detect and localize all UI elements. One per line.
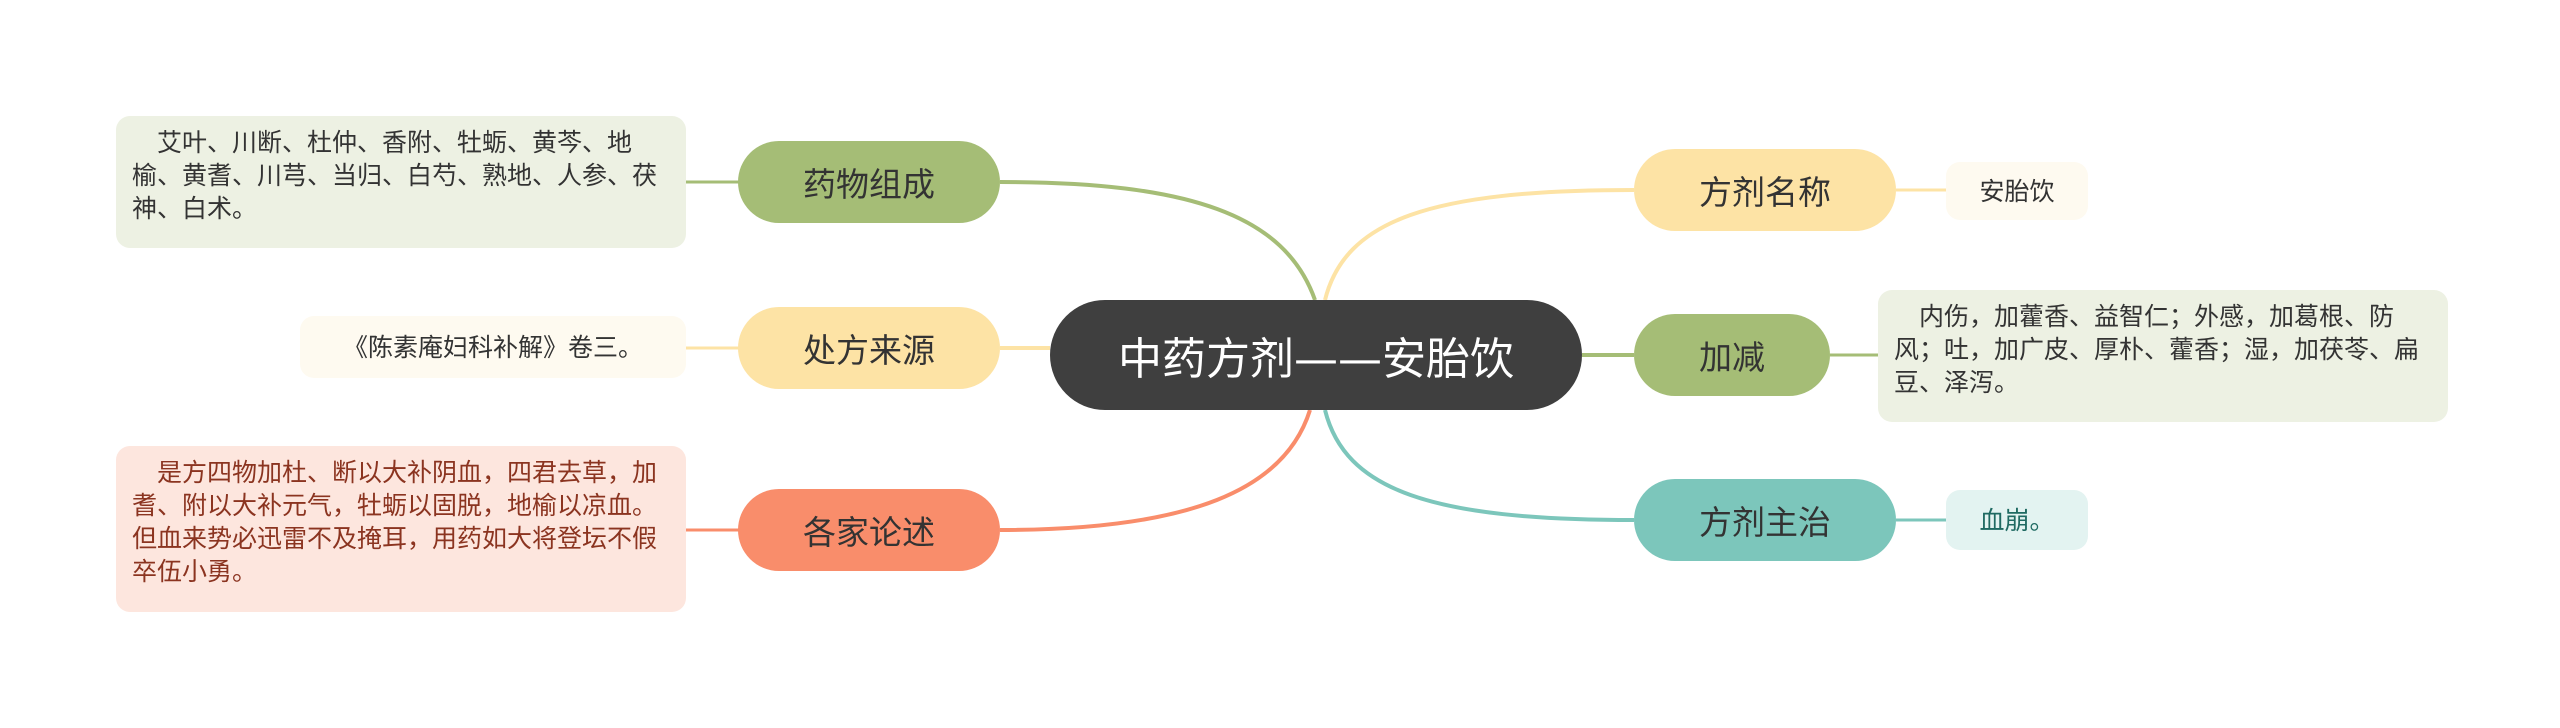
topic-yaowu-zucheng[interactable]: 药物组成 <box>738 141 1000 223</box>
leaf-fangji-mingcheng[interactable]: 安胎饮 <box>1946 162 2088 220</box>
topic-fangji-zhuzhi[interactable]: 方剂主治 <box>1634 479 1896 561</box>
topic-label: 加减 <box>1699 338 1765 377</box>
leaf-text: 血崩。 <box>1979 505 2055 535</box>
leaf-jiajian[interactable]: 内伤，加藿香、益智仁；外感，加葛根、防风；吐，加广皮、厚朴、藿香；湿，加茯苓、扁… <box>1878 290 2448 422</box>
leaf-text: 是方四物加杜、断以大补阴血，四君去草，加耆、附以大补元气，牡蛎以固脱，地榆以凉血… <box>132 458 658 586</box>
central-topic-label: 中药方剂——安胎饮 <box>1118 334 1514 385</box>
link-center-mingcheng <box>1323 188 1635 301</box>
leaf-text: 内伤，加藿香、益智仁；外感，加葛根、防风；吐，加广皮、厚朴、藿香；湿，加茯苓、扁… <box>1894 302 2420 397</box>
topic-label: 处方来源 <box>803 331 935 370</box>
link-center-gejia <box>999 409 1312 532</box>
leaf-yaowu-zucheng[interactable]: 艾叶、川断、杜仲、香附、牡蛎、黄芩、地榆、黄耆、川芎、当归、白芍、熟地、人参、茯… <box>116 116 686 248</box>
topic-gejia-lunshu[interactable]: 各家论述 <box>738 489 1000 571</box>
central-topic[interactable]: 中药方剂——安胎饮 <box>1050 300 1582 410</box>
leaf-fangji-zhuzhi[interactable]: 血崩。 <box>1946 490 2088 550</box>
topic-label: 各家论述 <box>803 513 935 552</box>
topic-label: 方剂名称 <box>1699 173 1831 212</box>
topic-label: 药物组成 <box>803 165 935 204</box>
leaf-text: 安胎饮 <box>1979 176 2055 206</box>
leaf-chufang-laiyuan[interactable]: 《陈素庵妇科补解》卷三。 <box>300 316 686 378</box>
leaf-text: 艾叶、川断、杜仲、香附、牡蛎、黄芩、地榆、黄耆、川芎、当归、白芍、熟地、人参、茯… <box>132 128 658 223</box>
topic-jiajian[interactable]: 加减 <box>1634 314 1830 396</box>
topic-chufang-laiyuan[interactable]: 处方来源 <box>738 307 1000 389</box>
leaf-text: 《陈素庵妇科补解》卷三。 <box>342 332 643 362</box>
link-center-yaowu <box>999 180 1317 301</box>
leaf-gejia-lunshu[interactable]: 是方四物加杜、断以大补阴血，四君去草，加耆、附以大补元气，牡蛎以固脱，地榆以凉血… <box>116 446 686 612</box>
topic-fangji-mingcheng[interactable]: 方剂名称 <box>1634 149 1896 231</box>
link-center-zhuzhi <box>1323 409 1635 522</box>
topic-label: 方剂主治 <box>1699 503 1831 542</box>
